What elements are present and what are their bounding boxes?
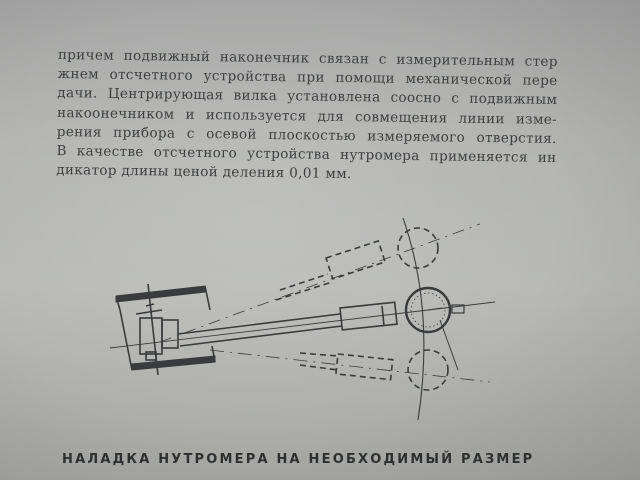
figure-caption: НАЛАДКА НУТРОМЕРА НА НЕОБХОДИМЫЙ РАЗМЕР bbox=[62, 452, 535, 467]
upper-axis-line bbox=[159, 223, 481, 343]
hollow-cylinder-section bbox=[115, 285, 216, 371]
lower-axis-line bbox=[209, 349, 491, 383]
centering-fork bbox=[135, 283, 179, 376]
bore-gauge-figure bbox=[109, 217, 496, 421]
gauge-lower-dashed bbox=[299, 349, 449, 391]
gauge-rod bbox=[177, 301, 398, 347]
swing-arc bbox=[402, 217, 425, 421]
dial-indicator-center bbox=[404, 286, 465, 334]
lower-pointer bbox=[439, 319, 459, 371]
body-paragraph: причем подвижный наконечник связан с изм… bbox=[56, 46, 558, 187]
gauge-upper-dashed bbox=[275, 227, 439, 301]
